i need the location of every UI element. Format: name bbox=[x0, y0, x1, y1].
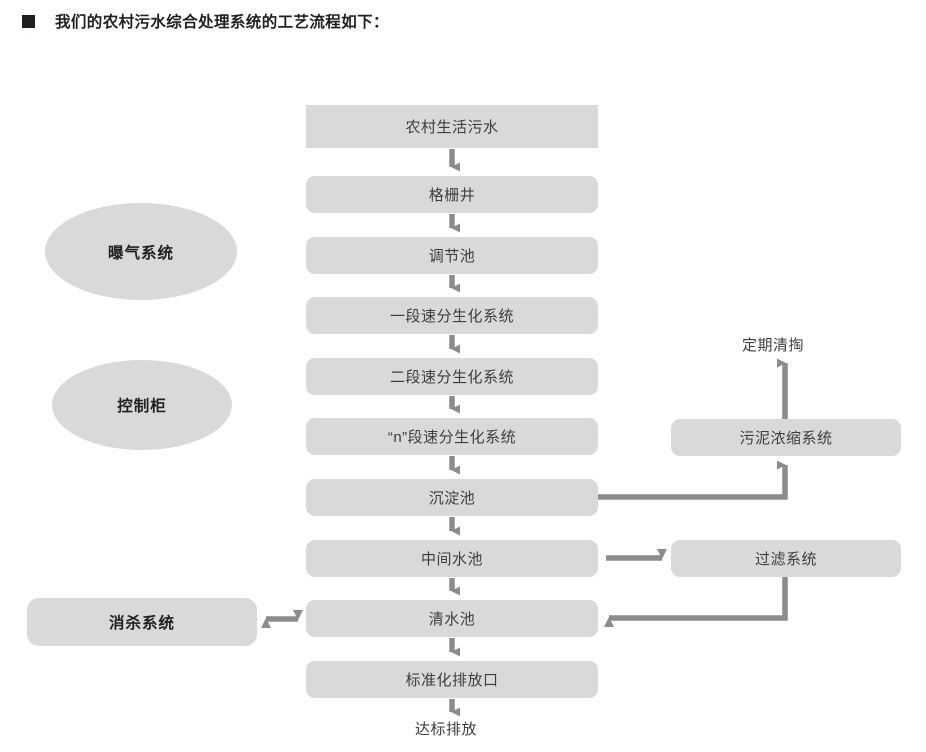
node-sludge-concentration-system[interactable]: 污泥浓缩系统 bbox=[671, 419, 901, 456]
node-label: 中间水池 bbox=[420, 551, 483, 568]
node-bio-stage-2[interactable]: 二段速分生化系统 bbox=[306, 358, 598, 395]
node-aeration-system[interactable]: 曝气系统 bbox=[45, 203, 237, 300]
node-label: “n”段速分生化系统 bbox=[387, 429, 517, 446]
node-grille[interactable]: 格栅井 bbox=[306, 176, 598, 213]
node-bio-stage-1[interactable]: 一段速分生化系统 bbox=[306, 297, 598, 334]
node-bio-stage-n[interactable]: “n”段速分生化系统 bbox=[306, 418, 598, 455]
node-label: 控制柜 bbox=[117, 398, 167, 415]
label-periodic-cleanout: 定期清掏 bbox=[742, 337, 805, 354]
filled-square-bullet-icon bbox=[22, 14, 35, 28]
node-label: 沉淀池 bbox=[428, 490, 476, 507]
node-inflow[interactable]: 农村生活污水 bbox=[306, 105, 598, 148]
page-title: 我们的农村污水综合处理系统的工艺流程如下： bbox=[55, 14, 389, 31]
node-settling-tank[interactable]: 沉淀池 bbox=[306, 479, 598, 516]
node-label: 清水池 bbox=[428, 611, 476, 628]
node-label: 格栅井 bbox=[428, 187, 476, 204]
node-label: 曝气系统 bbox=[107, 244, 174, 262]
node-label: 标准化排放口 bbox=[405, 672, 499, 689]
node-control-cabinet[interactable]: 控制柜 bbox=[52, 360, 232, 450]
node-label: 污泥浓缩系统 bbox=[739, 430, 833, 447]
node-regulating-tank[interactable]: 调节池 bbox=[306, 237, 598, 274]
node-label: 农村生活污水 bbox=[405, 119, 499, 136]
node-label: 过滤系统 bbox=[754, 551, 817, 568]
label-final-discharge: 达标排放 bbox=[415, 721, 478, 738]
connector-filter-to-clearpool bbox=[604, 577, 788, 627]
node-label: 二段速分生化系统 bbox=[389, 369, 514, 386]
page-header: 我们的农村污水综合处理系统的工艺流程如下： bbox=[22, 10, 389, 32]
node-disinfection-system[interactable]: 消杀系统 bbox=[27, 598, 257, 646]
node-filtration-system[interactable]: 过滤系统 bbox=[671, 540, 901, 577]
node-label: 消杀系统 bbox=[108, 615, 175, 632]
node-clear-water-pool[interactable]: 清水池 bbox=[306, 600, 598, 637]
node-label: 调节池 bbox=[428, 248, 476, 265]
node-intermediate-pool[interactable]: 中间水池 bbox=[306, 540, 598, 577]
node-label: 一段速分生化系统 bbox=[389, 308, 514, 325]
node-standard-outlet[interactable]: 标准化排放口 bbox=[306, 661, 598, 698]
connector-settling-to-sludge bbox=[598, 460, 788, 500]
